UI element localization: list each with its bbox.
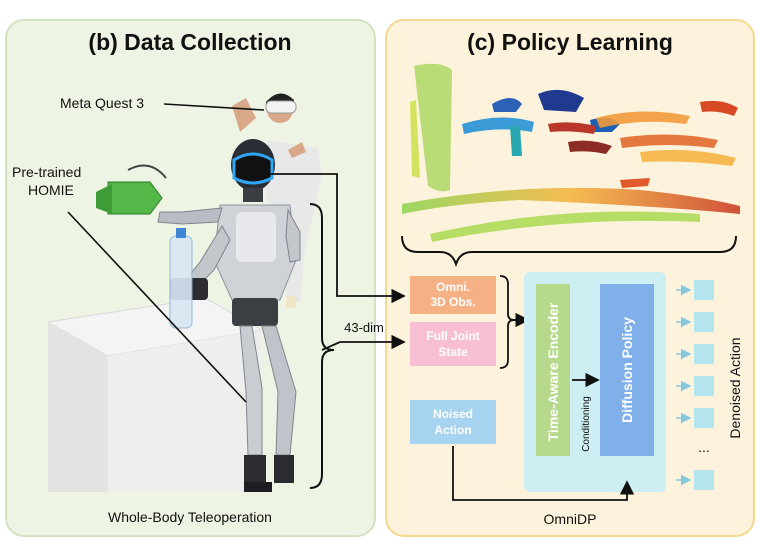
omnidp-label: OmniDP <box>544 511 597 527</box>
full-joint-state-line1: Full Joint <box>426 329 479 343</box>
data-collection-panel: (b) Data Collection <box>5 19 376 537</box>
output-action-box <box>694 344 714 364</box>
full-joint-state-line2: State <box>438 345 468 359</box>
policy-learning-title: (c) Policy Learning <box>467 29 673 55</box>
homie-pointer <box>67 211 247 403</box>
diffusion-policy-box <box>600 284 654 456</box>
denoised-outputs <box>676 280 714 490</box>
diffusion-policy-label: Diffusion Policy <box>619 317 635 423</box>
noised-action-box <box>410 400 496 444</box>
point-cloud-brace <box>401 235 737 268</box>
pretrained-label-line2: HOMIE <box>28 182 74 198</box>
denoised-action-label: Denoised Action <box>727 337 743 438</box>
omni-3d-obs-line1: Omni. <box>436 280 470 294</box>
time-aware-encoder-box <box>536 284 570 456</box>
noised-action-line1: Noised <box>433 407 473 421</box>
pedestal <box>46 297 264 492</box>
humanoid-robot <box>96 139 301 492</box>
output-action-box <box>694 312 714 332</box>
conditioning-label: Conditioning <box>581 396 592 452</box>
output-ellipsis: ... <box>698 439 710 455</box>
noised-to-diffusion-arrow <box>452 446 635 501</box>
full-joint-state-box <box>410 322 496 366</box>
output-action-box <box>694 408 714 428</box>
meta-quest-pointer <box>163 103 265 111</box>
point-cloud <box>402 63 740 242</box>
vr-headset <box>265 100 297 114</box>
omni-3d-obs-box <box>410 276 496 314</box>
robot-bracket <box>309 203 335 489</box>
dim-label: 43-dim <box>344 320 384 335</box>
time-aware-encoder-label: Time-Aware Encoder <box>545 302 561 441</box>
whole-body-teleop-label: Whole-Body Teleoperation <box>108 509 272 525</box>
noised-action-line2: Action <box>434 423 471 437</box>
pretrained-label-line1: Pre-trained <box>12 164 81 180</box>
dim-to-joint-connector <box>321 334 406 351</box>
meta-quest-label: Meta Quest 3 <box>60 95 144 111</box>
output-action-box <box>694 280 714 300</box>
policy-learning-panel: (c) Policy Learning Omni. 3D Obs. <box>385 19 755 537</box>
output-action-box <box>694 470 714 490</box>
data-collection-title: (b) Data Collection <box>88 29 291 55</box>
head-to-obs-connector <box>266 173 406 304</box>
omni-3d-obs-line2: 3D Obs. <box>430 295 475 309</box>
output-action-box <box>694 376 714 396</box>
